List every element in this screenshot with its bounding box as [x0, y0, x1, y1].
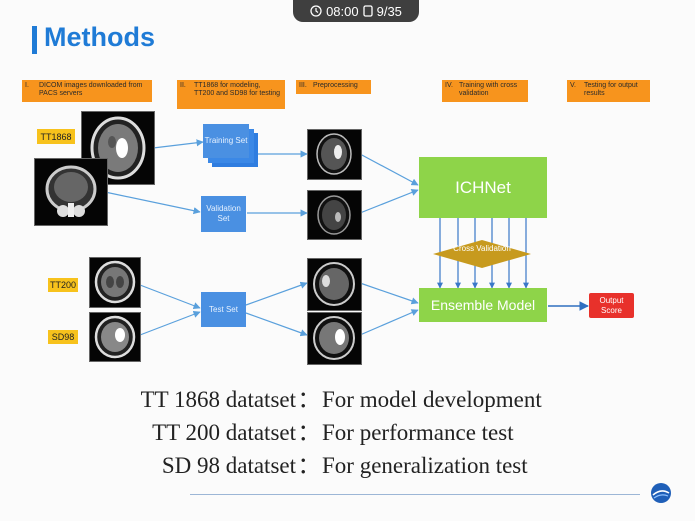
step-1-header: I. DICOM images downloaded from PACS ser… [22, 80, 152, 102]
title-accent-bar [32, 26, 37, 54]
arrow-sd98-to-test [139, 310, 201, 336]
presentation-status-bar: 08:00 9/35 [293, 0, 419, 22]
validation-set-box: Validation Set [201, 196, 246, 232]
sd98-label: SD98 [48, 330, 78, 344]
training-set-box: Training Set [203, 124, 249, 158]
dataset-line-tt1868: TT 1868 datatset：For model development [140, 387, 542, 412]
arrow-preproc-to-ichnet-1 [359, 153, 419, 186]
clock-time: 08:00 [326, 3, 359, 19]
arrow-test-to-preproc-1 [245, 281, 308, 306]
ensemble-model-box: Ensemble Model [419, 288, 547, 322]
test-set-box: Test Set [201, 292, 246, 327]
dataset-line-sd98: SD 98 datatset：For generalization test [161, 453, 528, 478]
ct-image-tt1868-b [34, 158, 108, 226]
slide-title: Methods [44, 22, 155, 52]
step-3-header: III. Preprocessing [296, 80, 371, 94]
tt1868-label: TT1868 [37, 129, 75, 144]
ct-preprocessed-test-2 [307, 312, 362, 365]
ct-preprocessed-training [307, 129, 362, 180]
output-score-box: Output Score [589, 293, 634, 318]
cross-validation-label: Cross Validation [453, 244, 511, 253]
arrow-to-validation [104, 191, 201, 215]
institution-logo-icon [651, 483, 671, 503]
arrow-preproc-to-ichnet-2 [359, 189, 419, 214]
page-counter: 9/35 [376, 3, 402, 19]
footer-divider [190, 494, 640, 495]
arrow-preproc-to-ensemble-1 [359, 282, 419, 305]
arrow-tt200-to-test [139, 284, 201, 310]
step-2-header: II. TT1868 for modeling, TT200 and SD98 … [177, 80, 285, 109]
ct-preprocessed-test-1 [307, 258, 362, 311]
arrow-to-training [152, 139, 204, 149]
step-5-header: V. Testing for output results [567, 80, 650, 102]
cross-validation-diamond [433, 240, 531, 268]
ct-preprocessed-validation [307, 190, 362, 240]
ct-image-tt200 [89, 257, 141, 308]
ct-image-sd98 [89, 312, 141, 362]
clock-icon [310, 5, 322, 17]
arrow-test-to-preproc-2 [245, 312, 308, 337]
page-icon [362, 5, 373, 17]
dataset-line-tt200: TT 200 datatset：For performance test [152, 420, 514, 445]
step-4-header: IV. Training with cross validation [442, 80, 528, 102]
arrow-preproc-to-ensemble-2 [359, 309, 419, 336]
ichnet-box: ICHNet [419, 157, 547, 218]
tt200-label: TT200 [48, 278, 78, 292]
